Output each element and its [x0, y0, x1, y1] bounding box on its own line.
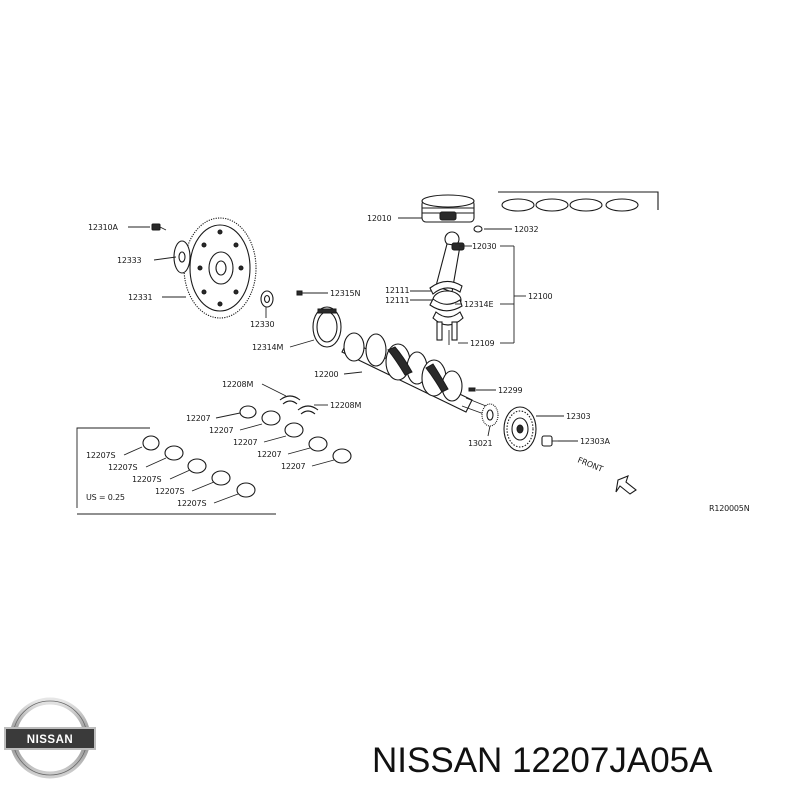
label-12331: 12331 [128, 293, 153, 302]
flywheel-bolt [151, 223, 167, 231]
label-12111-upper: 12111 [385, 286, 410, 295]
logo-wordmark: NISSAN [27, 734, 73, 746]
thrust-washers [279, 395, 319, 415]
label-12207S-1: 12207S [86, 451, 115, 460]
label-12109: 12109 [470, 339, 495, 348]
plug [296, 290, 303, 296]
pilot-bushing [260, 290, 274, 308]
label-12207-2: 12207 [209, 426, 234, 435]
label-12208M-right: 12208M [330, 401, 361, 410]
crank-sprocket [481, 403, 499, 427]
label-12207-5: 12207 [281, 462, 306, 471]
label-12310A: 12310A [88, 223, 118, 232]
label-12314M: 12314M [252, 343, 283, 352]
drive-plate [183, 217, 257, 319]
label-12207-3: 12207 [233, 438, 258, 447]
label-12207-4: 12207 [257, 450, 282, 459]
crank-key [468, 387, 476, 392]
leader-lines [123, 217, 578, 504]
diagram-reference: R120005N [709, 504, 750, 513]
undersize-note: US = 0.25 [86, 493, 125, 502]
label-12330: 12330 [250, 320, 275, 329]
label-12207S-5: 12207S [177, 499, 206, 508]
piston [421, 194, 475, 223]
label-12111-lower: 12111 [385, 296, 410, 305]
label-12200: 12200 [314, 370, 339, 379]
rod-bearings [429, 280, 463, 312]
part-labels: 12310A 12333 12331 12330 12315N 12314M 1… [86, 214, 750, 513]
main-bearings-upper [239, 405, 352, 464]
label-12207S-3: 12207S [132, 475, 161, 484]
label-12010: 12010 [367, 214, 392, 223]
label-12032: 12032 [514, 225, 539, 234]
rod-cap [432, 311, 464, 341]
undersize-frame [76, 427, 276, 515]
label-13021: 13021 [468, 439, 493, 448]
label-12333: 12333 [117, 256, 142, 265]
pulley-bolt [541, 435, 560, 447]
front-label: FRONT [576, 456, 604, 474]
reinforcement-plate [173, 240, 191, 274]
label-12303: 12303 [566, 412, 591, 421]
label-12208M-left: 12208M [222, 380, 253, 389]
label-12207-1: 12207 [186, 414, 211, 423]
main-bearings-lower [142, 435, 256, 498]
connecting-rod [432, 231, 465, 310]
label-12207S-4: 12207S [155, 487, 184, 496]
piston-rings [498, 191, 659, 212]
crank-pulley [503, 406, 537, 452]
label-12315N: 12315N [330, 289, 360, 298]
label-12299: 12299 [498, 386, 523, 395]
label-12314E: 12314E [464, 300, 493, 309]
pin-clip [473, 225, 483, 233]
nissan-logo: NISSAN [4, 697, 96, 779]
label-12303A: 12303A [580, 437, 610, 446]
label-12030: 12030 [472, 242, 497, 251]
label-12100: 12100 [528, 292, 553, 301]
part-number-title: NISSAN 12207JA05A [372, 741, 713, 780]
crankshaft [341, 332, 487, 415]
rear-oil-seal [312, 306, 342, 348]
front-arrow [615, 475, 637, 495]
label-12207S-2: 12207S [108, 463, 137, 472]
